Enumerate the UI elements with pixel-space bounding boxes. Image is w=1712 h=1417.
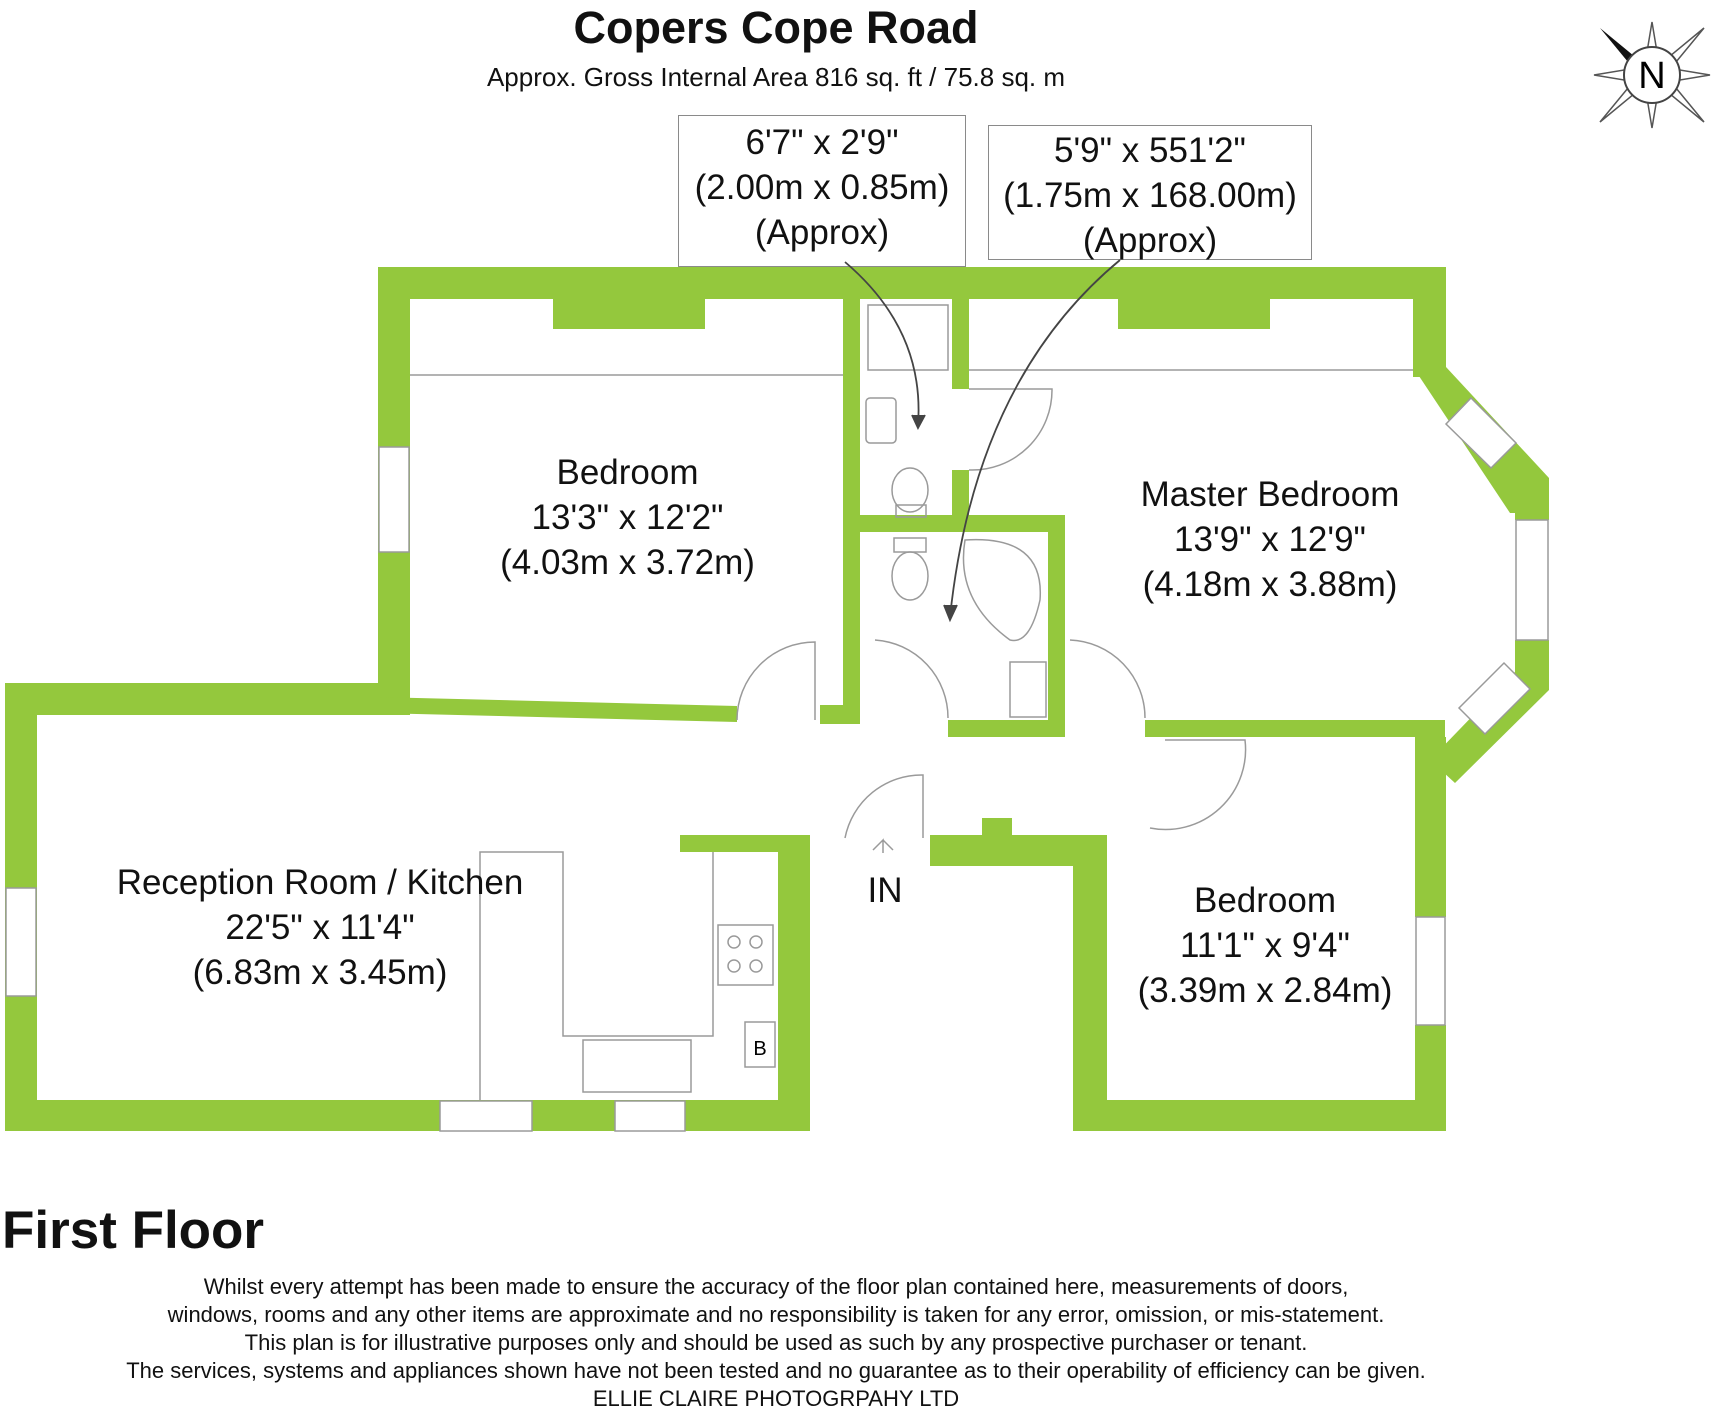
disclaimer-line: Whilst every attempt has been made to en… [203,1274,1349,1299]
room-bedroom-1-metric: (4.03m x 3.72m) [500,543,755,582]
room-bedroom-1-name: Bedroom [556,453,699,492]
room-bedroom-2-metric: (3.39m x 2.84m) [1137,971,1393,1010]
entrance-label: IN [867,871,903,910]
room-master-bedroom: Master Bedroom 13'9" x 12'9" (4.18m x 3.… [1110,472,1430,607]
room-reception-kitchen-imperial: 22'5" x 11'4" [225,908,415,947]
disclaimer-line: windows, rooms and any other items are a… [167,1302,1385,1327]
callout-bathroom-imperial: 5'9" x 551'2" [1054,131,1246,170]
callout-bathroom-metric: (1.75m x 168.00m) [1003,176,1297,215]
disclaimer-line: This plan is for illustrative purposes o… [244,1330,1308,1355]
windows [5,396,1549,1132]
room-bedroom-2: Bedroom 11'1" x 9'4" (3.39m x 2.84m) [1120,878,1410,1013]
callout-ensuite: 6'7" x 2'9" (2.00m x 0.85m) (Approx) [678,115,966,267]
callout-ensuite-metric: (2.00m x 0.85m) [694,168,950,207]
room-bedroom-2-imperial: 11'1" x 9'4" [1180,926,1350,965]
callout-bathroom: 5'9" x 551'2" (1.75m x 168.00m) (Approx) [988,125,1312,260]
disclaimer: Whilst every attempt has been made to en… [0,1273,1552,1413]
callout-ensuite-imperial: 6'7" x 2'9" [745,123,899,162]
room-bedroom-1: Bedroom 13'3" x 12'2" (4.03m x 3.72m) [470,450,785,585]
room-reception-kitchen-metric: (6.83m x 3.45m) [192,953,448,992]
compass-north-label: N [1638,55,1665,97]
plan-title: Copers Cope Road [573,2,979,53]
room-reception-kitchen-name: Reception Room / Kitchen [116,863,524,902]
callout-leaders [844,259,1121,623]
room-master-bedroom-imperial: 13'9" x 12'9" [1174,520,1366,559]
room-master-bedroom-name: Master Bedroom [1140,475,1400,514]
room-reception-kitchen: Reception Room / Kitchen 22'5" x 11'4" (… [90,860,550,995]
room-master-bedroom-metric: (4.18m x 3.88m) [1142,565,1398,604]
disclaimer-line: The services, systems and appliances sho… [126,1358,1426,1383]
room-bedroom-1-imperial: 13'3" x 12'2" [531,498,724,537]
boiler-label: B [753,1038,766,1060]
compass-icon: N [1593,21,1711,129]
fixtures [410,304,1413,1100]
doors [736,388,1247,839]
room-bedroom-2-name: Bedroom [1193,881,1337,920]
floor-name: First Floor [2,1201,265,1260]
callout-ensuite-note: (Approx) [754,213,890,252]
company-name: ELLIE CLAIRE PHOTOGRPAHY LTD [592,1386,960,1411]
gross-area: Approx. Gross Internal Area 816 sq. ft /… [486,62,1066,92]
callout-bathroom-note: (Approx) [1082,221,1218,260]
